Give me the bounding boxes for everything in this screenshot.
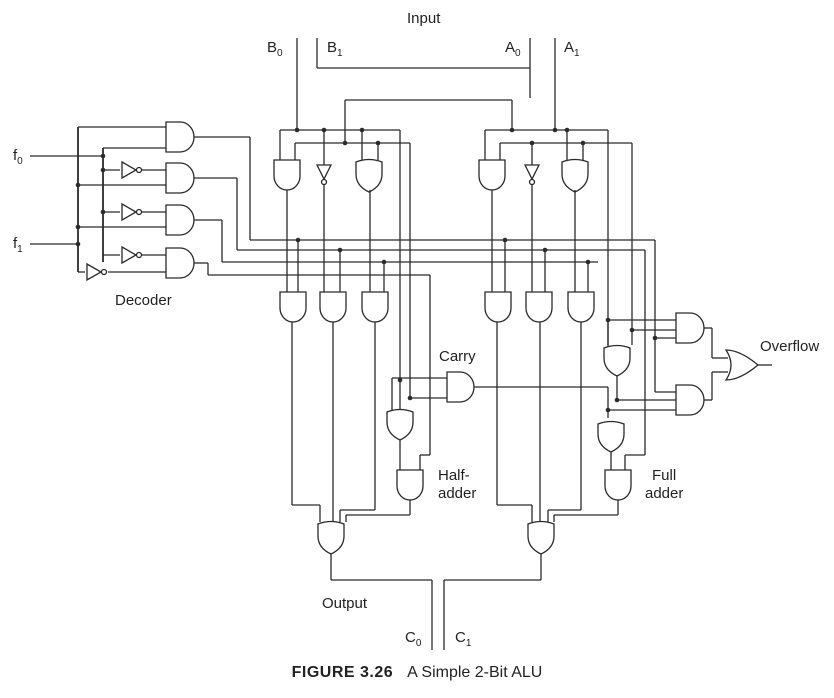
output-label: Output: [322, 595, 368, 612]
b0-label: B0: [267, 39, 283, 59]
a0-label: A0: [505, 39, 521, 59]
overflow-label: Overflow: [760, 338, 819, 355]
bit0-logic: [273, 158, 609, 650]
c1-label: C1: [455, 629, 472, 649]
half-adder-label-1: Half-: [438, 467, 470, 484]
figure-title: A Simple 2-Bit ALU: [407, 664, 543, 681]
figure-number: FIGURE 3.26: [291, 664, 394, 681]
figure-caption: FIGURE 3.26 A Simple 2-Bit ALU: [0, 664, 834, 682]
c0-label: C0: [405, 629, 422, 649]
decoder-label: Decoder: [115, 292, 172, 309]
full-adder-label-2: adder: [645, 485, 683, 502]
f0-label: f0: [13, 147, 23, 167]
f1-label: f1: [13, 235, 23, 255]
labels: Input B0 B1 A0 A1 f0 f1 Decoder Carry Ha…: [13, 10, 819, 649]
full-adder-label-1: Full: [652, 467, 676, 484]
b1-label: B1: [327, 39, 343, 59]
carry-label: Carry: [439, 348, 476, 365]
input-label: Input: [407, 10, 441, 27]
a1-label: A1: [564, 39, 580, 59]
bit1-logic: [443, 158, 772, 650]
half-adder-label-2: adder: [438, 485, 476, 502]
decoder: [30, 121, 655, 281]
